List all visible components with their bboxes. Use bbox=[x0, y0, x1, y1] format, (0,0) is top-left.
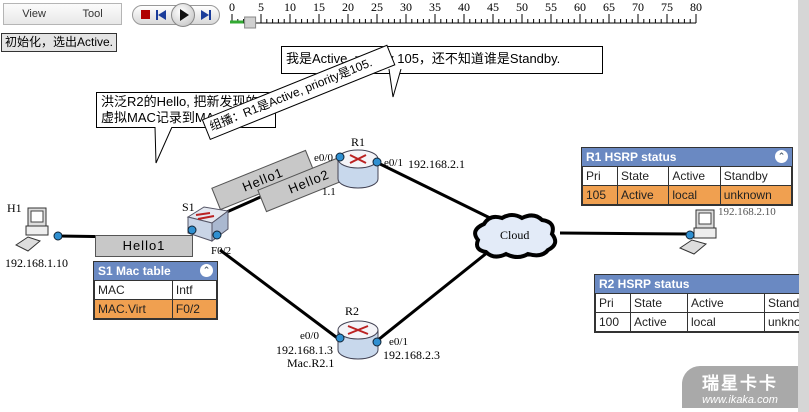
collapse-icon[interactable]: ⌃ bbox=[775, 150, 788, 163]
rewind-button[interactable] bbox=[156, 10, 166, 20]
pc-icon-h1[interactable] bbox=[14, 205, 62, 255]
forward-button[interactable] bbox=[201, 10, 211, 20]
table-row: 105 Active local unknown bbox=[582, 185, 793, 205]
s1-label: S1 bbox=[182, 200, 195, 214]
callout-r1-tail bbox=[388, 69, 402, 98]
player-controls bbox=[132, 3, 220, 27]
link-r1-cloud bbox=[377, 161, 491, 220]
table-header-row: Pri State Active Standb bbox=[595, 293, 799, 313]
timeline-tick-label: 45 bbox=[487, 0, 499, 14]
timeline-tick-label: 15 bbox=[313, 0, 325, 14]
r1-e01-ip: 192.168.2.1 bbox=[408, 157, 465, 171]
r2-e00-ip: 192.168.1.3 bbox=[276, 343, 333, 357]
timeline-tick-label: 20 bbox=[342, 0, 354, 14]
timeline-tick-label: 75 bbox=[661, 0, 673, 14]
timeline-tick-label: 70 bbox=[632, 0, 644, 14]
timeline-tick-label: 40 bbox=[458, 0, 470, 14]
timeline-tick-label: 80 bbox=[690, 0, 702, 14]
table-row: 100 Active local unknov bbox=[595, 312, 799, 332]
timeline-tick-label: 10 bbox=[284, 0, 296, 14]
table-row: MAC.Virt F0/2 bbox=[94, 299, 218, 319]
switch-icon-s1[interactable] bbox=[184, 203, 232, 249]
play-button[interactable] bbox=[171, 3, 195, 27]
table-header-row: MAC Intf bbox=[94, 280, 218, 300]
h2-ip: 192.168.2.10 bbox=[718, 206, 776, 218]
timeline-tick-label: 60 bbox=[574, 0, 586, 14]
h1-ip: 192.168.1.10 bbox=[5, 256, 68, 270]
router-icon-r2[interactable] bbox=[334, 316, 382, 364]
table-header-row: Pri State Active Standby bbox=[582, 166, 793, 186]
r1-label: R1 bbox=[351, 135, 366, 149]
r2-e00-label: e0/0 bbox=[300, 330, 319, 342]
r2-e00-mac: Mac.R2.1 bbox=[287, 356, 335, 370]
step-status: 初始化，选出Active. bbox=[1, 33, 118, 52]
play-icon bbox=[180, 9, 189, 21]
timeline-tick-label: 25 bbox=[371, 0, 383, 14]
timeline-tick-label: 55 bbox=[545, 0, 557, 14]
r2-hsrp-header: R2 HSRP status bbox=[595, 275, 799, 293]
callout-s1-tail bbox=[154, 127, 173, 164]
vertical-scrollbar[interactable] bbox=[798, 0, 809, 412]
router-icon-r1[interactable] bbox=[334, 145, 382, 193]
menu-bar: View Tool bbox=[3, 3, 122, 25]
timeline-handle bbox=[244, 16, 257, 29]
r1-e01-label: e0/1 bbox=[384, 157, 403, 169]
link-s1-r2 bbox=[219, 248, 341, 342]
timeline-tick-label: 35 bbox=[429, 0, 441, 14]
r2-e01-label: e0/1 bbox=[389, 336, 408, 348]
link-cloud-h2 bbox=[559, 231, 691, 236]
watermark-logo: 瑞星卡卡 www.ikaka.com bbox=[682, 366, 798, 408]
s1-port-f02: F0/2 bbox=[211, 245, 232, 257]
r2-label: R2 bbox=[345, 304, 360, 318]
packet-hello1-h1: Hello1 bbox=[95, 235, 193, 257]
r2-e01-ip: 192.168.2.3 bbox=[383, 348, 440, 362]
s1-mac-table-header: S1 Mac table ⌃ bbox=[94, 262, 217, 280]
pc-icon-h2[interactable] bbox=[676, 208, 724, 258]
timeline-tick-label: 50 bbox=[516, 0, 528, 14]
r2-hsrp-panel: R2 HSRP status Pri State Active Standb 1… bbox=[594, 274, 799, 333]
r1-hsrp-panel: R1 HSRP status ⌃ Pri State Active Standb… bbox=[581, 147, 793, 206]
timeline-slider[interactable]: 0 5 10 15 20 25 30 35 40 45 50 55 60 65 70 75 80 bbox=[225, 0, 785, 30]
timeline-tick-label: 0 bbox=[229, 0, 235, 14]
menu-view[interactable]: View bbox=[22, 8, 46, 20]
s1-mac-table-panel: S1 Mac table ⌃ MAC Intf MAC.Virt F0/2 bbox=[93, 261, 218, 320]
timeline-tick-label: 30 bbox=[400, 0, 412, 14]
r1-e00-ip: 1.1 bbox=[322, 186, 336, 198]
stop-button[interactable] bbox=[141, 10, 150, 19]
h1-label: H1 bbox=[7, 201, 22, 215]
link-r2-cloud bbox=[377, 250, 489, 342]
r1-e00-label: e0/0 bbox=[314, 152, 333, 164]
cloud-icon[interactable] bbox=[470, 210, 562, 260]
menu-tool[interactable]: Tool bbox=[82, 8, 103, 20]
r1-hsrp-header: R1 HSRP status ⌃ bbox=[582, 148, 792, 166]
timeline-tick-label: 5 bbox=[258, 0, 264, 14]
cloud-label: Cloud bbox=[500, 228, 530, 242]
collapse-icon[interactable]: ⌃ bbox=[200, 264, 213, 277]
timeline-tick-label: 65 bbox=[603, 0, 615, 14]
